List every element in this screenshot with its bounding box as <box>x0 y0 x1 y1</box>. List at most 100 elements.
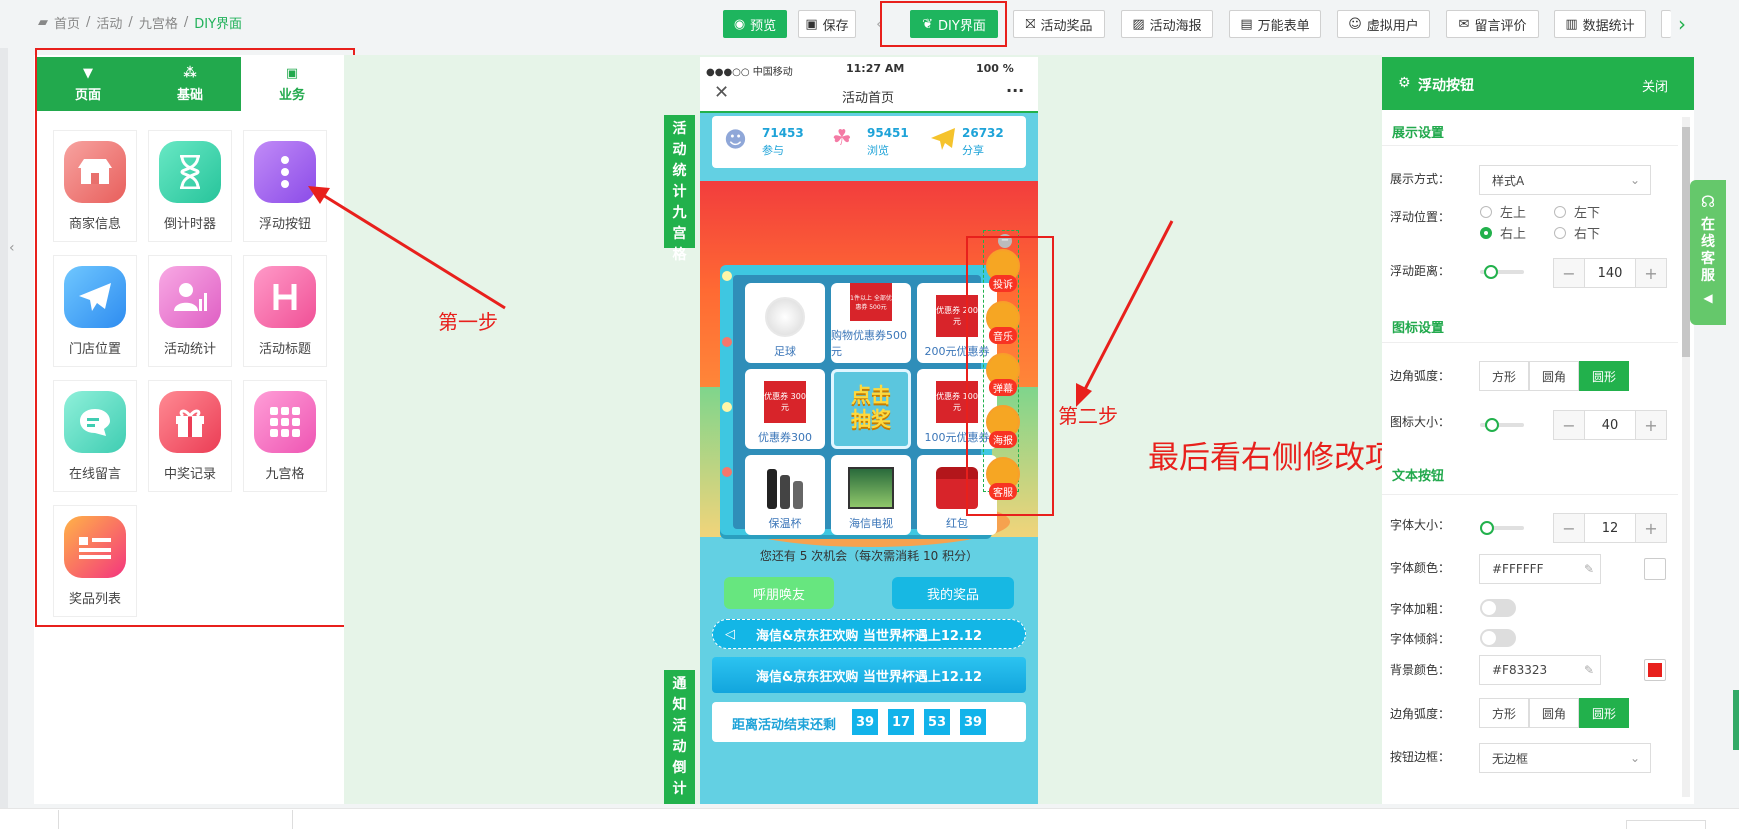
users-icon: ☻ <box>724 128 747 153</box>
draw-button[interactable]: 点击抽奖 <box>831 369 911 449</box>
stat-shares-value: 26732 <box>962 126 1004 140</box>
float-button-service[interactable]: 客服 <box>985 457 1021 500</box>
component-nine-grid[interactable]: 九宫格 <box>243 380 327 492</box>
float-distance-label: 浮动距离： <box>1390 264 1451 278</box>
font-size-value[interactable]: 12 <box>1584 514 1636 542</box>
page-scroll-indicator[interactable] <box>1733 690 1739 750</box>
corner-circle[interactable]: 圆形 <box>1579 361 1629 391</box>
bottom-button-edge[interactable] <box>1626 820 1706 829</box>
side-label-stats[interactable]: 活动统计九宫格 <box>664 115 695 263</box>
tab-business[interactable]: ▣业务 <box>241 57 343 111</box>
float-distance-value[interactable]: 140 <box>1584 259 1636 287</box>
font-bold-toggle[interactable] <box>1480 599 1516 617</box>
close-panel-button[interactable]: 关闭 <box>1642 80 1669 95</box>
plus-button[interactable]: + <box>1636 411 1666 439</box>
component-prize-list[interactable]: 奖品列表 <box>53 505 137 617</box>
icon-size-value[interactable]: 40 <box>1584 411 1636 439</box>
radio-bottom-left[interactable]: 左下 <box>1554 202 1600 221</box>
radio-label: 右下 <box>1574 227 1601 242</box>
component-float-button[interactable]: 浮动按钮 <box>243 130 327 242</box>
prize-cell-tv[interactable]: 海信电视 <box>831 455 911 535</box>
notice-bar[interactable]: ◁海信&京东狂欢购 当世界杯遇上12.12 <box>712 619 1026 649</box>
diy-button[interactable]: ❦DIY界面 <box>910 10 998 38</box>
minus-button[interactable]: − <box>1554 259 1584 287</box>
float-distance-stepper[interactable]: −140+ <box>1553 258 1667 288</box>
breadcrumb-activity[interactable]: 活动 <box>96 17 123 32</box>
font-size-stepper[interactable]: −12+ <box>1553 513 1667 543</box>
invite-friends-button[interactable]: 呼朋唤友 <box>724 577 834 609</box>
virtual-user-button[interactable]: ☺虚拟用户 <box>1337 10 1430 38</box>
component-countdown[interactable]: 倒计时器 <box>148 130 232 242</box>
prize-cell-thermos[interactable]: 保温杯 <box>745 455 825 535</box>
chevron-right-icon[interactable]: › <box>1678 12 1686 36</box>
prize-cell-coupon-500[interactable]: 1件以上 全部优惠券 500元购物优惠券500元 <box>831 283 911 363</box>
font-color-swatch[interactable] <box>1644 558 1666 580</box>
side-label-notice[interactable]: 通知活动倒计 <box>664 670 695 804</box>
radio-top-left[interactable]: 左上 <box>1480 202 1526 221</box>
prizes-button[interactable]: ⛝活动奖品 <box>1013 10 1105 38</box>
float-button-music[interactable]: 音乐 <box>985 301 1021 344</box>
corner2-rounded[interactable]: 圆角 <box>1529 698 1579 728</box>
slider-knob[interactable] <box>1484 265 1498 279</box>
bg-color-label: 背景颜色： <box>1390 663 1451 677</box>
football-icon <box>765 297 805 337</box>
corner-square[interactable]: 方形 <box>1479 361 1529 391</box>
corner-rounded[interactable]: 圆角 <box>1529 361 1579 391</box>
more-icon[interactable]: ··· <box>1006 81 1025 100</box>
component-store-location[interactable]: 门店位置 <box>53 255 137 367</box>
component-winning-records[interactable]: 中奖记录 <box>148 380 232 492</box>
font-size-slider[interactable] <box>1480 521 1524 535</box>
breadcrumb-home[interactable]: 首页 <box>54 17 81 32</box>
component-activity-title[interactable]: 活动标题 <box>243 255 327 367</box>
plus-button[interactable]: + <box>1636 259 1666 287</box>
chance-text: 您还有 5 次机会（每次需消耗 10 积分） <box>759 549 979 563</box>
radio-bottom-right[interactable]: 右下 <box>1554 223 1600 242</box>
stats-button[interactable]: ▥数据统计 <box>1554 10 1646 38</box>
online-service-tab[interactable]: ☊ 在线客服 ◀ <box>1690 180 1726 325</box>
save-button[interactable]: ▣保存 <box>798 10 856 38</box>
comments-button[interactable]: ✉留言评价 <box>1446 10 1539 38</box>
float-distance-slider[interactable] <box>1480 265 1524 279</box>
corner-segmented[interactable]: 方形圆角圆形 <box>1479 361 1629 391</box>
more-button-edge[interactable] <box>1661 10 1671 38</box>
component-online-message[interactable]: 在线留言 <box>53 380 137 492</box>
chevron-left-small-icon[interactable]: ‹ <box>9 240 15 256</box>
icon-size-stepper[interactable]: −40+ <box>1553 410 1667 440</box>
tab-basic[interactable]: ⁂基础 <box>139 57 241 111</box>
component-label: 门店位置 <box>68 342 121 357</box>
my-prizes-button[interactable]: 我的奖品 <box>892 577 1014 609</box>
border-select[interactable]: 无边框⌄ <box>1479 743 1651 773</box>
slider-knob[interactable] <box>1480 521 1494 535</box>
tab-page[interactable]: ▼页面 <box>37 57 139 111</box>
float-button-barrage[interactable]: 弹幕 <box>985 353 1021 396</box>
font-color-input[interactable]: #FFFFFF✎ <box>1479 554 1601 584</box>
display-mode-select[interactable]: 样式A⌄ <box>1479 165 1651 195</box>
minus-button[interactable]: − <box>1554 514 1584 542</box>
poster-button[interactable]: ▨活动海报 <box>1121 10 1213 38</box>
close-icon[interactable]: ✕ <box>714 82 730 103</box>
bg-color-input[interactable]: #F83323✎ <box>1479 655 1601 685</box>
breadcrumb-grid[interactable]: 九宫格 <box>138 17 178 32</box>
plus-button[interactable]: + <box>1636 514 1666 542</box>
prize-cell-coupon-300[interactable]: 优惠券 300元优惠券300 <box>745 369 825 449</box>
font-italic-toggle[interactable] <box>1480 629 1516 647</box>
icon-size-slider[interactable] <box>1480 418 1524 432</box>
corner2-segmented[interactable]: 方形圆角圆形 <box>1479 698 1629 728</box>
scrollbar-track[interactable] <box>1682 117 1690 797</box>
corner2-circle[interactable]: 圆形 <box>1579 698 1629 728</box>
corner2-square[interactable]: 方形 <box>1479 698 1529 728</box>
slider-knob[interactable] <box>1485 418 1499 432</box>
component-merchant-info[interactable]: 商家信息 <box>53 130 137 242</box>
radio-top-right[interactable]: 右上 <box>1480 223 1526 242</box>
breadcrumb-current: DIY界面 <box>194 17 243 32</box>
bg-color-swatch[interactable] <box>1644 659 1666 681</box>
chevron-left-icon[interactable]: ‹ <box>876 14 883 33</box>
component-activity-stats[interactable]: 活动统计 <box>148 255 232 367</box>
scrollbar-thumb[interactable] <box>1682 127 1690 357</box>
float-button-poster[interactable]: 海报 <box>985 405 1021 448</box>
minus-button[interactable]: − <box>1554 411 1584 439</box>
preview-button[interactable]: ◉预览 <box>723 10 787 38</box>
prize-cell-football[interactable]: 足球 <box>745 283 825 363</box>
float-button-complaint[interactable]: 投诉 <box>985 249 1021 292</box>
form-button[interactable]: ▤万能表单 <box>1229 10 1321 38</box>
